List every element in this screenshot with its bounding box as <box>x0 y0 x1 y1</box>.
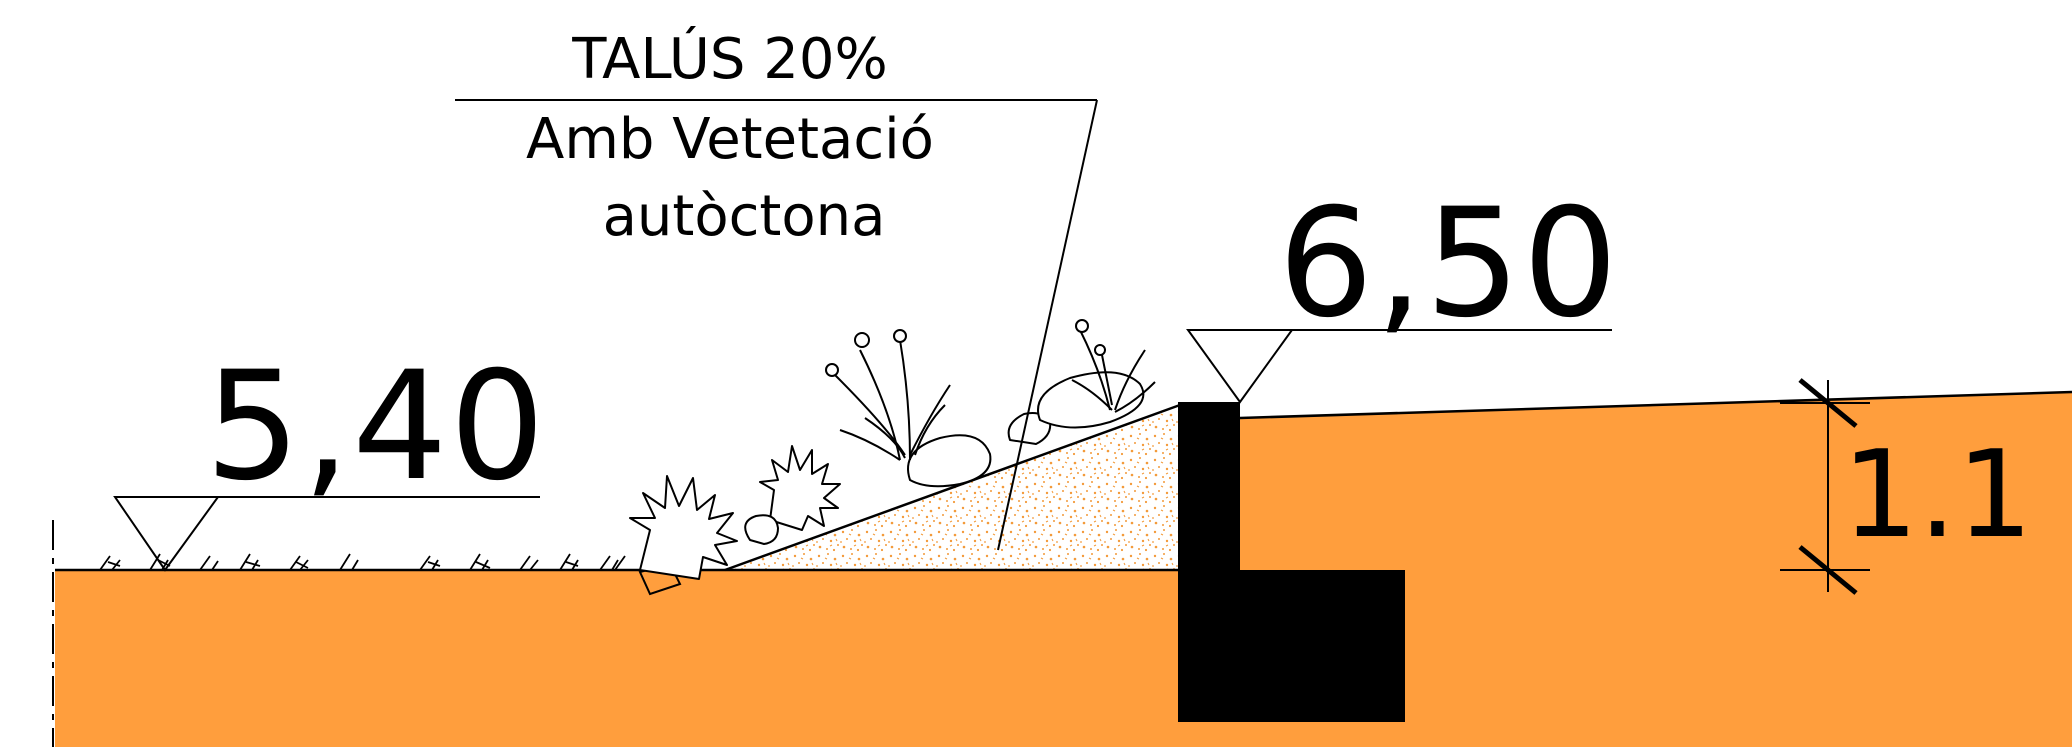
grass-marks <box>99 553 626 571</box>
height-dimension-label: 1.1 <box>1842 426 2033 565</box>
annotation-line-2: Amb Vetetació <box>526 107 934 172</box>
retaining-wall <box>1178 402 1405 722</box>
ground-line-high <box>1239 390 2072 420</box>
annotation-leader <box>997 99 1098 551</box>
level-label-high: 6,50 <box>1278 177 1620 351</box>
vegetation <box>629 319 1156 580</box>
height-dimension <box>1780 378 1870 595</box>
annotation-line-1: TALÚS 20% <box>571 27 887 92</box>
level-triangle-low <box>113 496 220 572</box>
slope-top-line <box>724 403 1181 572</box>
soil-lower <box>55 570 1185 747</box>
level-triangle-high <box>1186 329 1294 404</box>
level-label-low: 5,40 <box>205 340 547 514</box>
annotation-line-3: autòctona <box>603 184 886 249</box>
